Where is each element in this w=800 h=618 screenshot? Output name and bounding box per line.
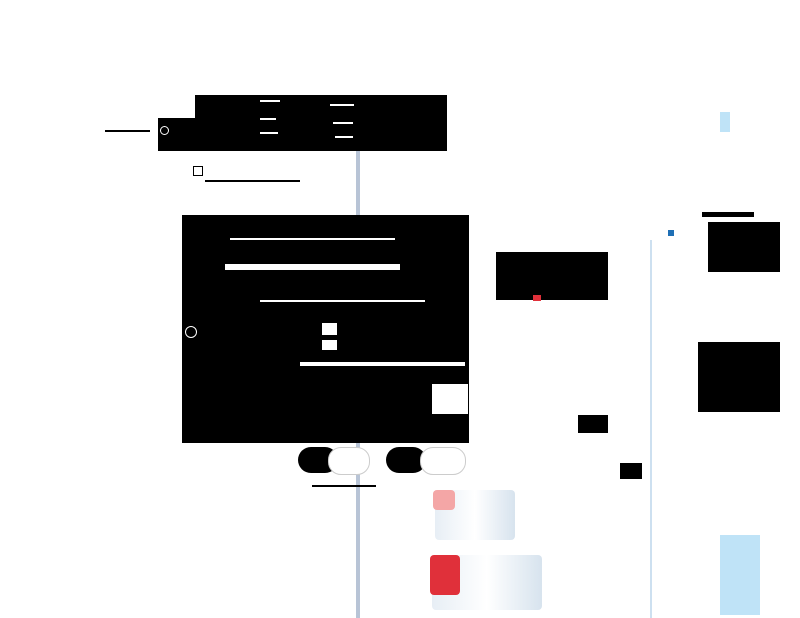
- product-block: [578, 415, 608, 433]
- light-blue-strip: [720, 535, 760, 615]
- top-panel: [195, 95, 447, 151]
- cell: [432, 384, 468, 414]
- text-line: [335, 136, 353, 138]
- right-panel: [708, 222, 780, 272]
- text-line: [333, 122, 353, 124]
- product-block: [620, 463, 642, 479]
- text-line: [230, 238, 395, 240]
- text-line: [260, 132, 278, 134]
- text-line: [330, 104, 354, 106]
- cell: [322, 340, 337, 350]
- text-line: [300, 362, 465, 366]
- text-line: [312, 485, 376, 487]
- toggle-button[interactable]: [420, 447, 466, 475]
- cell: [322, 323, 337, 335]
- text-line: [260, 300, 425, 302]
- right-panel: [698, 342, 780, 412]
- product-cap: [433, 490, 455, 510]
- product-cap: [430, 555, 460, 595]
- text-line: [225, 264, 400, 270]
- minus-icon[interactable]: [193, 166, 203, 176]
- toggle-button[interactable]: [328, 447, 370, 475]
- accent-marker: [668, 230, 674, 236]
- radio-icon[interactable]: [185, 326, 197, 338]
- settings-icon[interactable]: [160, 126, 169, 135]
- text-line: [260, 100, 280, 102]
- text-line: [105, 130, 150, 132]
- light-blue-strip: [720, 112, 730, 132]
- scrollbar[interactable]: [650, 240, 652, 618]
- text-line: [702, 212, 754, 217]
- red-badge: [533, 295, 541, 301]
- toggle-button[interactable]: [386, 447, 426, 473]
- text-line: [205, 180, 300, 182]
- product-block: [496, 252, 608, 300]
- text-line: [260, 118, 276, 120]
